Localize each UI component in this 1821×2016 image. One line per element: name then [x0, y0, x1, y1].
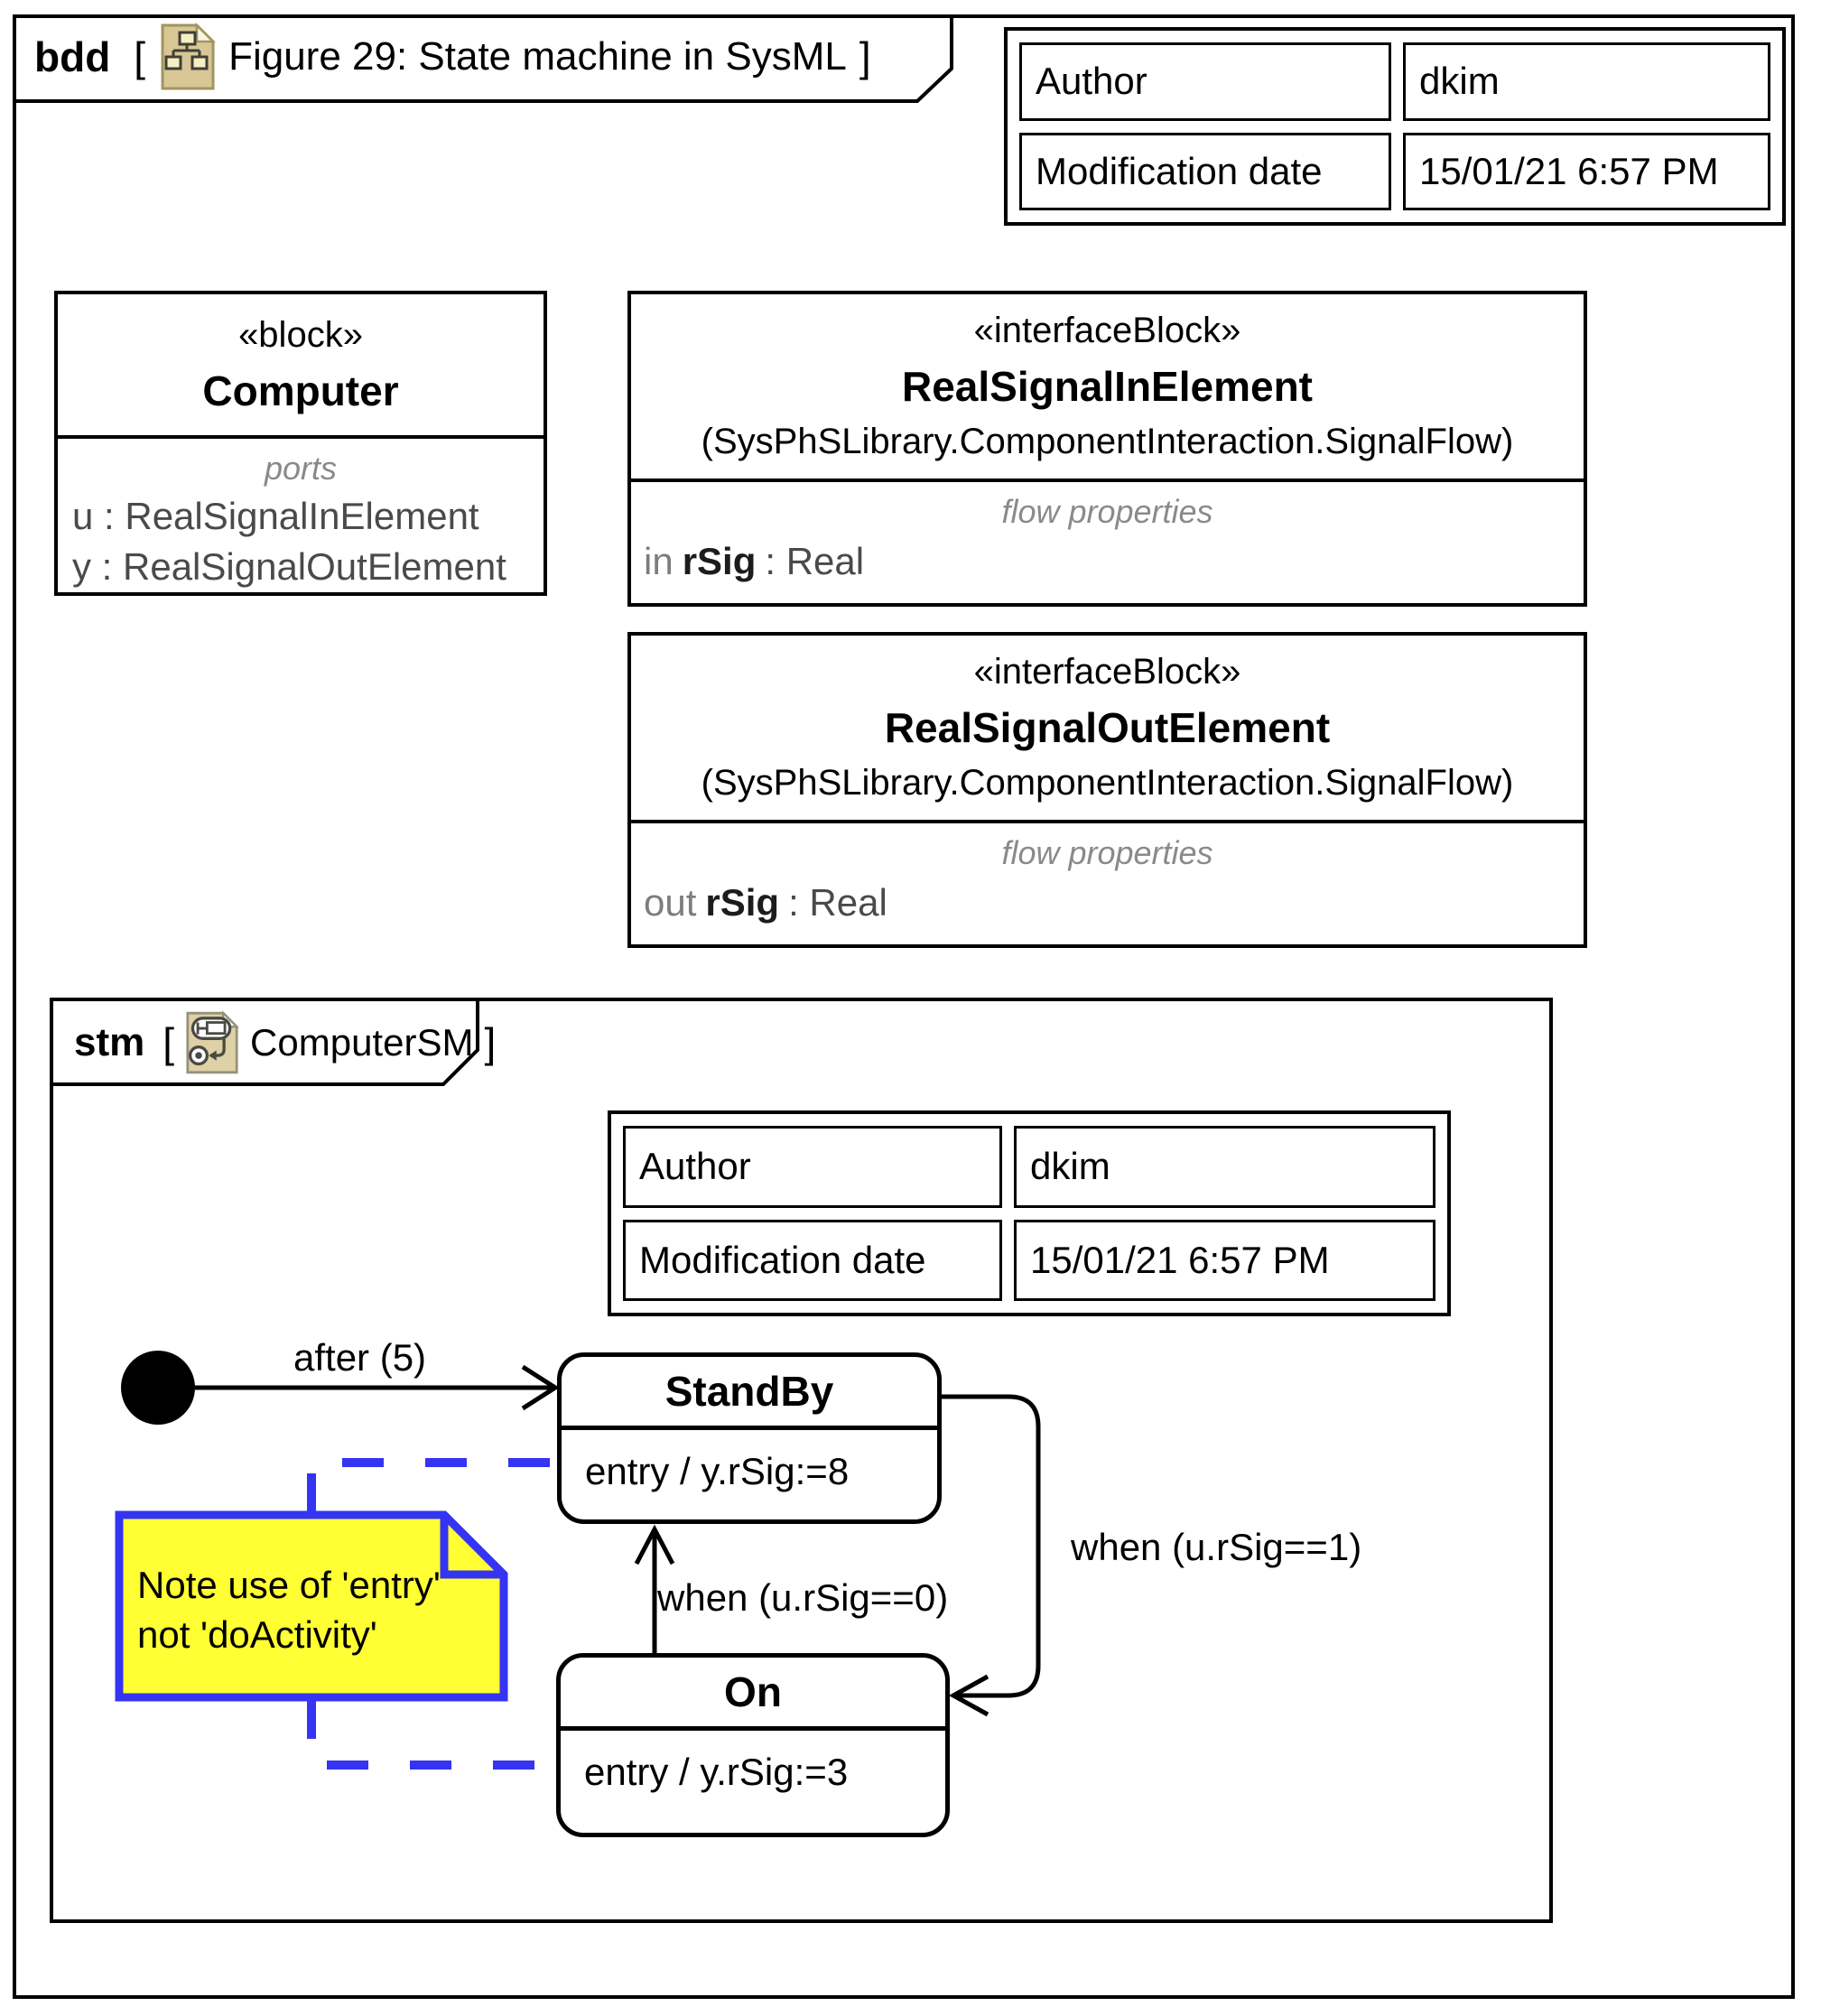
- state-on[interactable]: On entry / y.rSig:=3: [556, 1653, 950, 1837]
- note-anchor-to-on[interactable]: [307, 1697, 554, 1770]
- stm-frame-tab[interactable]: [50, 998, 485, 1088]
- bdd-info-table[interactable]: Author dkim Modification date 15/01/21 6…: [1004, 27, 1786, 226]
- transition-on-to-standby-label[interactable]: when (u.rSig==0): [657, 1576, 949, 1619]
- moddate-label: Modification date: [1036, 149, 1323, 192]
- real-signal-out-library: (SysPhSLibrary.ComponentInteraction.Sign…: [701, 763, 1514, 803]
- state-on-entry[interactable]: entry / y.rSig:=3: [584, 1751, 849, 1793]
- stm-info-table[interactable]: Author dkim Modification date 15/01/21 6…: [608, 1110, 1451, 1316]
- stm-open-bracket: [: [163, 1019, 175, 1066]
- bdd-tab-shape: [13, 14, 953, 103]
- flow-type: : Real: [788, 881, 887, 924]
- bdd-frame-header: bdd [ Figure 29: State machine in SysML …: [34, 20, 871, 94]
- ports-compartment-label: ports: [264, 450, 338, 487]
- real-signal-in-header: «interfaceBlock» RealSignalInElement (Sy…: [631, 294, 1584, 482]
- bdd-diagram-icon: [161, 22, 217, 90]
- port-u[interactable]: u : RealSignalInElement: [72, 495, 479, 537]
- initial-transition-label[interactable]: after (5): [293, 1336, 427, 1379]
- note-fold-corner: [440, 1515, 504, 1579]
- flow-direction: out: [644, 881, 697, 924]
- bdd-moddate-label-cell[interactable]: Modification date: [1019, 132, 1391, 210]
- bdd-author-value-cell[interactable]: dkim: [1403, 42, 1770, 121]
- stm-frame-header: stm [ ComputerSM ]: [74, 1005, 496, 1081]
- moddate-value: 15/01/21 6:57 PM: [1030, 1238, 1330, 1281]
- stm-close-bracket: ]: [484, 1019, 497, 1066]
- stm-author-value-cell[interactable]: dkim: [1014, 1126, 1435, 1208]
- bdd-kind-label: bdd: [34, 33, 111, 80]
- author-value: dkim: [1030, 1145, 1110, 1188]
- transition-standby-to-on-line[interactable]: [942, 1394, 1041, 1698]
- port-y[interactable]: y : RealSignalOutElement: [72, 545, 506, 588]
- author-value: dkim: [1419, 60, 1500, 103]
- flow-direction: in: [644, 540, 674, 582]
- interface-block-stereotype: «interfaceBlock»: [973, 652, 1241, 692]
- state-standby-entry[interactable]: entry / y.rSig:=8: [585, 1450, 850, 1492]
- real-signal-in-element-block[interactable]: «interfaceBlock» RealSignalInElement (Sy…: [627, 291, 1587, 607]
- transition-standby-to-on-arrowhead: [948, 1674, 989, 1717]
- bdd-frame-tab[interactable]: [13, 14, 955, 105]
- transition-standby-to-on-label[interactable]: when (u.rSig==1): [1071, 1526, 1362, 1568]
- stm-moddate-value-cell[interactable]: 15/01/21 6:57 PM: [1014, 1219, 1435, 1301]
- note-shape[interactable]: [115, 1510, 508, 1702]
- stm-frame-border: [50, 998, 1553, 1923]
- real-signal-in-name: RealSignalInElement: [901, 363, 1313, 410]
- moddate-label: Modification date: [639, 1238, 926, 1281]
- real-signal-out-element-block[interactable]: «interfaceBlock» RealSignalOutElement (S…: [627, 632, 1587, 948]
- real-signal-out-name: RealSignalOutElement: [884, 704, 1331, 751]
- stm-diagram-layer: [115, 1351, 1041, 1770]
- stm-diagram-title: ComputerSM: [250, 1021, 474, 1064]
- real-signal-in-library: (SysPhSLibrary.ComponentInteraction.Sign…: [701, 422, 1514, 461]
- flow-type: : Real: [765, 540, 865, 582]
- note-text[interactable]: Note use of 'entry' not 'doActivity': [137, 1560, 441, 1660]
- bdd-author-label-cell[interactable]: Author: [1019, 42, 1391, 121]
- computer-name: Computer: [202, 367, 399, 414]
- flow-properties-label: flow properties: [1001, 834, 1213, 871]
- state-machine-diagram-icon: [186, 1010, 240, 1074]
- computer-block-header: «block» Computer: [58, 294, 544, 439]
- stm-author-label-cell[interactable]: Author: [623, 1126, 1002, 1208]
- state-standby-name: StandBy: [562, 1357, 937, 1430]
- bdd-moddate-value-cell[interactable]: 15/01/21 6:57 PM: [1403, 132, 1770, 210]
- stm-moddate-label-cell[interactable]: Modification date: [623, 1219, 1002, 1301]
- note-anchor-to-standby[interactable]: [307, 1458, 555, 1515]
- note-line-1: Note use of 'entry': [137, 1564, 441, 1606]
- bdd-open-bracket: [: [134, 33, 146, 80]
- author-label: Author: [639, 1145, 751, 1188]
- bdd-diagram-title: Figure 29: State machine in SysML: [228, 34, 847, 79]
- stm-tab-shape: [50, 998, 479, 1086]
- computer-stereotype: «block»: [238, 314, 363, 355]
- flow-properties-label: flow properties: [1001, 493, 1213, 530]
- real-signal-out-header: «interfaceBlock» RealSignalOutElement (S…: [631, 636, 1584, 823]
- stm-kind-label: stm: [74, 1020, 145, 1064]
- flow-name: rSig: [682, 540, 757, 582]
- computer-block[interactable]: «block» Computer ports u : RealSignalInE…: [54, 291, 547, 596]
- author-label: Author: [1036, 60, 1147, 103]
- flow-name: rSig: [705, 881, 780, 924]
- initial-transition-arrowhead: [521, 1364, 560, 1411]
- state-standby[interactable]: StandBy entry / y.rSig:=8: [557, 1352, 942, 1524]
- note-line-2: not 'doActivity': [137, 1613, 377, 1657]
- initial-state-node[interactable]: [121, 1351, 195, 1425]
- interface-block-stereotype: «interfaceBlock»: [973, 311, 1241, 350]
- transition-on-to-standby-arrowhead: [634, 1524, 675, 1565]
- bdd-close-bracket: ]: [859, 33, 871, 80]
- state-on-name: On: [561, 1658, 945, 1731]
- computer-ports-compartment: ports u : RealSignalInElement y : RealSi…: [58, 450, 544, 589]
- moddate-value: 15/01/21 6:57 PM: [1419, 149, 1719, 192]
